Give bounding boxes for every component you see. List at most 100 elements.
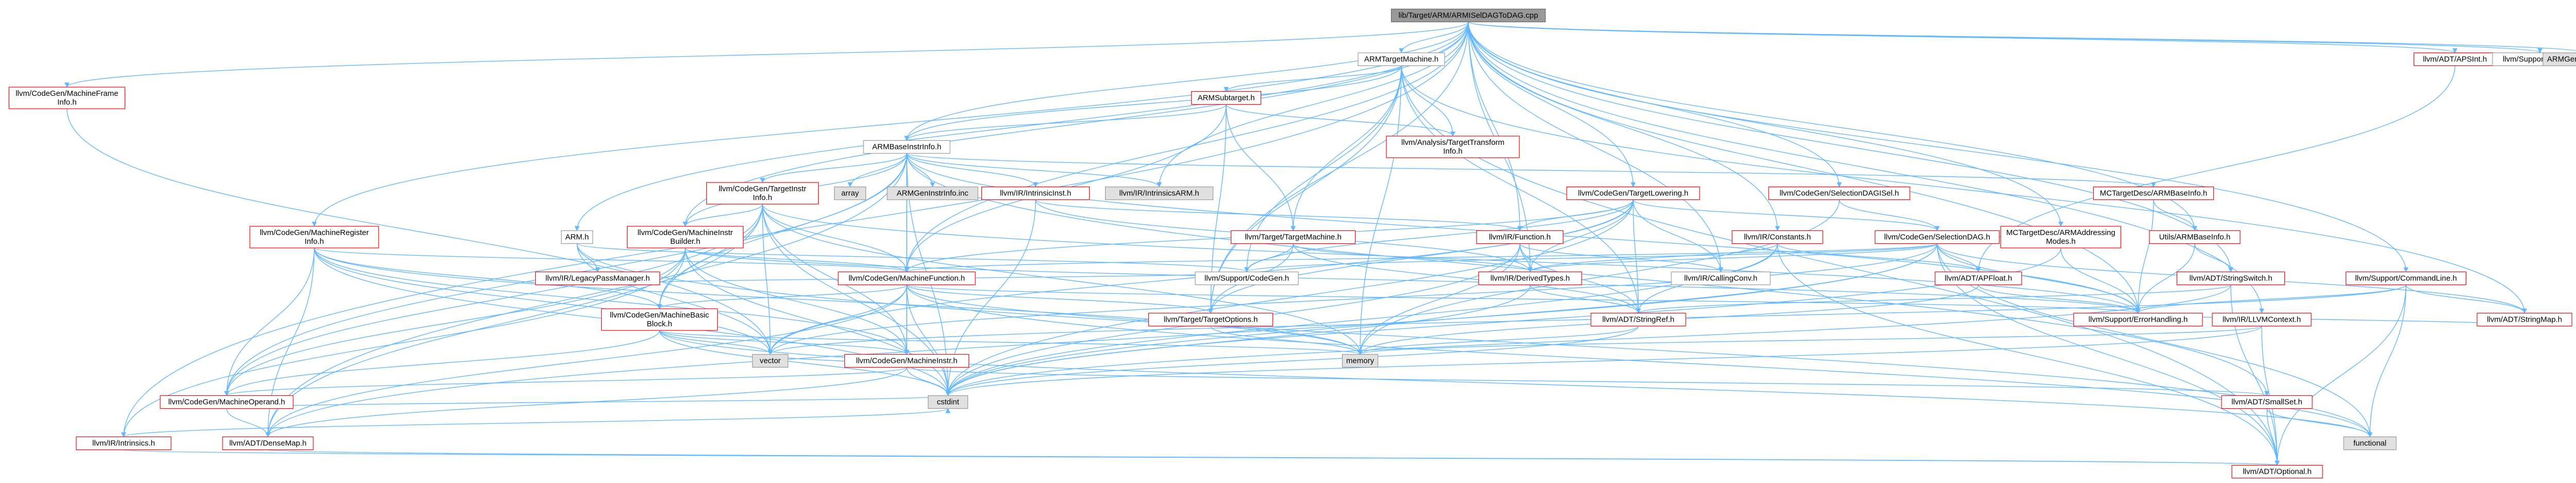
node-label: llvm/Support/CodeGen.h — [1205, 274, 1289, 283]
node-box — [2212, 312, 2312, 327]
node-box — [981, 186, 1090, 201]
edge-codegen-selection-dag-to-codegen-machine-function — [904, 243, 1938, 273]
edge-arm-base-instr-to-ir-intrinsics-arm — [906, 153, 1162, 188]
edge-machine-instr-builder-to-codegen-machine-function — [685, 247, 909, 273]
node-adt-small-set[interactable]: llvm/ADT/SmallSet.h — [2221, 395, 2313, 409]
node-target-target-machine[interactable]: llvm/Target/TargetMachine.h — [1230, 230, 1356, 244]
edge-codegen-machine-instr-to-codegen-machine-operand — [224, 367, 907, 396]
node-codegen-machine-instr[interactable]: llvm/CodeGen/MachineInstr.h — [844, 354, 970, 368]
edge-codegen-target-instr-to-codegen-machine-function — [762, 204, 909, 273]
node-box — [2345, 271, 2467, 286]
node-box — [2176, 271, 2285, 286]
edge-mc-arm-addressing-to-support-error-handling — [2060, 247, 2141, 314]
edge-codegen-target-lowering-to-support-codegen — [1244, 199, 1634, 273]
edge-codegen-machine-function-to-codegen-machine-basic-block — [657, 284, 907, 309]
node-root: lib/Target/ARM/ARMISelDAGToDAG.cpp — [1391, 8, 1546, 23]
edge-adt-string-ref-to-cstdint — [945, 326, 1639, 396]
node-codegen-machine-operand[interactable]: llvm/CodeGen/MachineOperand.h — [160, 395, 294, 409]
node-label: llvm/ADT/StringMap.h — [2487, 315, 2562, 324]
edge-arm-base-instr-to-mc-arm-base-info — [906, 153, 2156, 188]
node-label: vector — [760, 357, 781, 365]
node-ir-function[interactable]: llvm/IR/Function.h — [1476, 230, 1564, 244]
node-ir-intrinsic-inst[interactable]: llvm/IR/IntrinsicInst.h — [981, 186, 1090, 201]
node-label: llvm/ADT/APSInt.h — [2423, 55, 2487, 64]
node-label: ARM.h — [565, 233, 589, 242]
node-codegen-machine-function[interactable]: llvm/CodeGen/MachineFunction.h — [838, 271, 976, 286]
node-codegen-target-lowering[interactable]: llvm/CodeGen/TargetLowering.h — [1566, 186, 1700, 201]
node-codegen-selection-dag-isel[interactable]: llvm/CodeGen/SelectionDAGISel.h — [1768, 186, 1910, 201]
edge-root-to-ir-llvm-context — [1468, 22, 2264, 314]
node-mc-arm-base-info[interactable]: MCTargetDesc/ARMBaseInfo.h — [2093, 186, 2214, 201]
node-ir-constants[interactable]: llvm/IR/Constants.h — [1732, 230, 1823, 244]
edge-root-to-ir-calling-conv — [1468, 22, 1723, 273]
node-arm-subtarget[interactable]: ARMSubtarget.h — [1191, 91, 1262, 105]
node-adt-optional[interactable]: llvm/ADT/Optional.h — [2231, 464, 2323, 479]
node-adt-string-map[interactable]: llvm/ADT/StringMap.h — [2477, 312, 2572, 327]
node-box — [561, 230, 594, 244]
node-label: memory — [1346, 357, 1375, 365]
edge-target-target-machine-to-adt-string-ref — [1293, 243, 1641, 314]
node-label: llvm/ADT/Optional.h — [2243, 468, 2311, 476]
node-adt-string-switch[interactable]: llvm/ADT/StringSwitch.h — [2176, 271, 2285, 286]
node-box — [1935, 271, 2022, 286]
edge-root-to-ir-function — [1468, 22, 1522, 231]
edge-ir-intrinsic-inst-to-ir-function — [1035, 199, 1522, 231]
node-box — [2231, 464, 2323, 479]
edge-root-to-ir-intrinsics-arm — [1157, 22, 1469, 188]
node-box — [1671, 271, 1771, 286]
node-adt-apfloat[interactable]: llvm/ADT/APFloat.h — [1935, 271, 2022, 286]
edge-ir-llvm-context-to-memory — [1358, 325, 2262, 355]
node-label: llvm/IR/Constants.h — [1744, 233, 1811, 242]
edge-codegen-machine-basic-block-to-cstdint — [659, 330, 951, 396]
node-ir-intrinsics[interactable]: llvm/IR/Intrinsics.h — [76, 436, 172, 451]
node-adt-apsint[interactable]: llvm/ADT/APSInt.h — [2413, 52, 2497, 66]
node-label: llvm/IR/CallingConv.h — [1684, 274, 1757, 283]
edge-adt-dense-map-to-adt-optional — [267, 449, 2279, 466]
node-box — [2343, 436, 2397, 451]
node-label: Modes.h — [2046, 237, 2076, 246]
edge-support-command-line-to-functional — [2367, 285, 2406, 438]
edge-arm-subtarget-to-analysis-tti — [1226, 104, 1455, 137]
edge-machine-instr-builder-to-codegen-machine-basic-block — [657, 247, 686, 309]
node-label: llvm/Support/ErrorHandling.h — [2089, 315, 2188, 324]
node-ir-llvm-context[interactable]: llvm/IR/LLVMContext.h — [2212, 312, 2312, 327]
node-arm-gen-dag-isel: ARMGenDAGISel.inc — [2543, 52, 2576, 66]
node-label: ARMBaseInstrInfo.h — [872, 143, 941, 152]
edge-arm-target-machine-to-adt-string-ref — [1401, 65, 1641, 314]
edge-support-command-line-to-vector — [768, 285, 2406, 355]
edge-arm-base-instr-to-ir-intrinsic-inst — [906, 153, 1038, 188]
edge-codegen-selection-dag-to-support-codegen — [1244, 243, 1938, 273]
node-ir-legacy-pass-manager[interactable]: llvm/IR/LegacyPassManager.h — [535, 271, 660, 286]
node-adt-string-ref[interactable]: llvm/ADT/StringRef.h — [1590, 312, 1686, 327]
edge-utils-arm-base-info-to-support-error-handling — [2136, 243, 2195, 314]
node-box — [2543, 52, 2576, 66]
edge-root-to-ir-constants — [1468, 22, 1780, 231]
node-label: llvm/CodeGen/TargetInstr — [719, 185, 806, 193]
node-support-error-handling[interactable]: llvm/Support/ErrorHandling.h — [2073, 312, 2203, 327]
edge-mc-arm-base-info-to-utils-arm-base-info — [2153, 199, 2197, 231]
edge-codegen-selection-dag-to-adt-optional — [1937, 243, 2280, 466]
node-ir-derived-types[interactable]: llvm/IR/DerivedTypes.h — [1478, 271, 1582, 286]
edge-arm-target-machine-to-adt-string-map — [1401, 65, 2527, 314]
edge-root-to-machine-frame — [64, 21, 1469, 88]
edge-codegen-machine-basic-block-to-vector — [659, 330, 773, 355]
edge-ir-constants-to-ir-derived-types — [1528, 243, 1778, 273]
node-target-target-options[interactable]: llvm/Target/TargetOptions.h — [1148, 312, 1274, 327]
node-adt-dense-map[interactable]: llvm/ADT/DenseMap.h — [222, 436, 314, 451]
edge-arm-subtarget-to-arm-base-instr — [904, 104, 1227, 141]
node-support-command-line[interactable]: llvm/Support/CommandLine.h — [2345, 271, 2467, 286]
node-label: Info.h — [753, 193, 772, 202]
edge-machine-register-to-memory — [314, 247, 1363, 355]
nodes-layer: lib/Target/ARM/ARMISelDAGToDAG.cppARMTar… — [8, 8, 2576, 479]
edge-target-target-options-to-memory — [1210, 326, 1363, 355]
node-utils-arm-base-info[interactable]: Utils/ARMBaseInfo.h — [2149, 230, 2241, 244]
node-codegen-selection-dag[interactable]: llvm/CodeGen/SelectionDAG.h — [1874, 230, 2000, 244]
